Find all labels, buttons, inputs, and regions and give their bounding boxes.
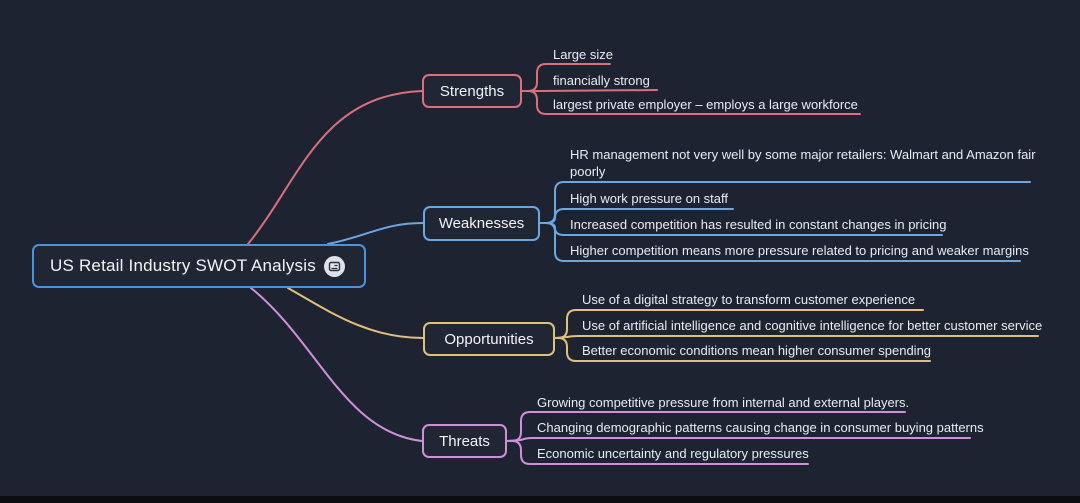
leaf-item[interactable]: Large size bbox=[553, 47, 613, 62]
leaf-item[interactable]: Use of a digital strategy to transform c… bbox=[582, 292, 916, 307]
branch-node-opportunities[interactable]: Opportunities bbox=[423, 322, 555, 356]
leaf-item[interactable]: Economic uncertainty and regulatory pres… bbox=[537, 446, 809, 461]
edge-weaknesses bbox=[327, 222, 424, 245]
bottom-edge-bar bbox=[0, 496, 1080, 503]
edge-strengths bbox=[247, 90, 423, 245]
branch-node-strengths[interactable]: Strengths bbox=[422, 74, 522, 108]
leaf-item[interactable]: Changing demographic patterns causing ch… bbox=[537, 420, 984, 435]
leaf-item[interactable]: Better economic conditions mean higher c… bbox=[582, 343, 932, 358]
leaf-item[interactable]: High work pressure on staff bbox=[570, 191, 728, 206]
leaf-item[interactable]: Increased competition has resulted in co… bbox=[570, 217, 947, 232]
leaf-line bbox=[506, 437, 971, 442]
branch-node-threats[interactable]: Threats bbox=[422, 424, 507, 458]
leaf-item[interactable]: Use of artificial intelligence and cogni… bbox=[582, 318, 1043, 333]
central-topic-title: US Retail Industry SWOT Analysis bbox=[50, 256, 316, 275]
leaf-item[interactable]: financially strong bbox=[553, 73, 650, 88]
branch-label: Strengths bbox=[439, 82, 505, 100]
edge-opportunities bbox=[287, 287, 424, 339]
branch-node-weaknesses[interactable]: Weaknesses bbox=[423, 206, 540, 241]
branch-label: Threats bbox=[439, 432, 490, 450]
notes-icon[interactable] bbox=[323, 255, 345, 277]
edge-threats bbox=[250, 287, 423, 442]
central-topic[interactable]: US Retail Industry SWOT Analysis bbox=[32, 244, 366, 288]
leaf-line bbox=[554, 335, 1039, 339]
leaf-item[interactable]: largest private employer – employs a lar… bbox=[553, 97, 858, 112]
leaf-item[interactable]: Higher competition means more pressure r… bbox=[570, 243, 1029, 258]
leaf-item[interactable]: Growing competitive pressure from intern… bbox=[537, 395, 910, 410]
branch-label: Weaknesses bbox=[438, 215, 525, 232]
leaf-item[interactable]: HR management not very well by some majo… bbox=[570, 147, 1036, 179]
leaf-line bbox=[521, 89, 658, 92]
branch-label: Opportunities bbox=[444, 330, 534, 348]
